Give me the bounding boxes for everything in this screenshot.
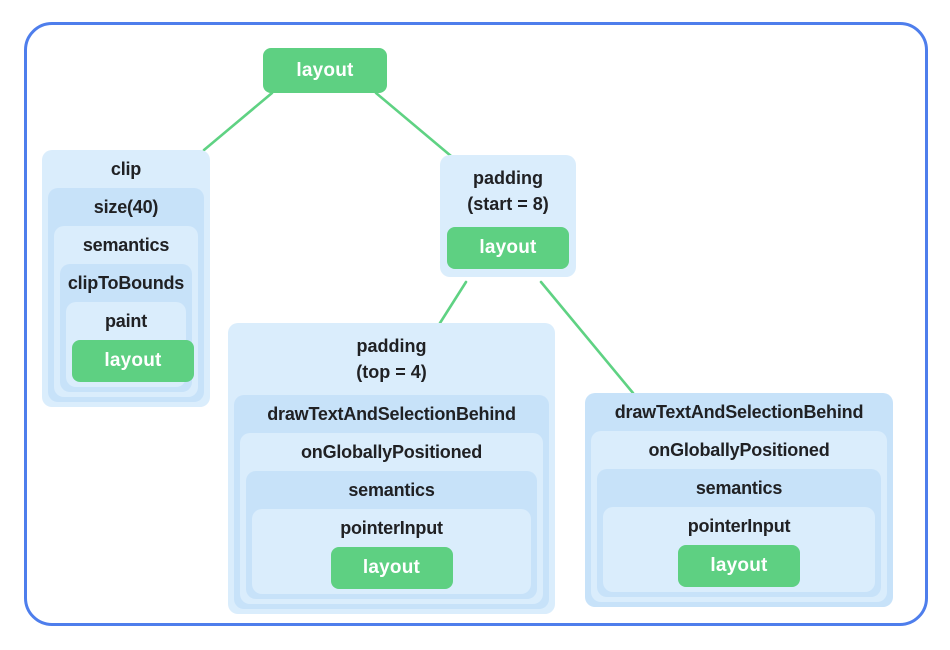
drawtext-tree: drawTextAndSelectionBehind onGloballyPos…	[585, 393, 893, 607]
drawtext-label-mid: drawTextAndSelectionBehind	[267, 403, 516, 424]
padding-start-layout-leaf: layout	[447, 227, 569, 269]
cliptobounds-node: clipToBounds paint layout	[60, 264, 194, 392]
size-label: size(40)	[93, 196, 159, 217]
pointerinput-label-mid: pointerInput	[340, 517, 443, 538]
semantics-label-mid: semantics	[348, 479, 435, 500]
semantics-label-right: semantics	[695, 477, 783, 498]
cliptobounds-label: clipToBounds	[67, 272, 185, 293]
padding-start-node: padding (start = 8) layout	[440, 155, 576, 277]
padding-top-layout-leaf: layout	[330, 547, 453, 589]
semantics-node-mid: semantics pointerInput layout	[246, 471, 537, 599]
paint-label: paint	[105, 310, 147, 331]
drawtext-node-mid: drawTextAndSelectionBehind onGloballyPos…	[234, 395, 549, 609]
padding-top-tree: padding (top = 4) drawTextAndSelectionBe…	[228, 323, 555, 614]
clip-label: clip	[110, 158, 142, 179]
onglobally-node-mid: onGloballyPositioned semantics pointerIn…	[240, 433, 543, 604]
padding-top-label: padding (top = 4)	[234, 323, 549, 395]
padding-start-label: padding (start = 8)	[446, 155, 570, 227]
size-node: size(40) semantics clipToBounds paint la…	[48, 188, 204, 402]
clip-tree: clip size(40) semantics clipToBounds pai…	[42, 150, 210, 407]
pointerinput-label-right: pointerInput	[687, 515, 791, 536]
root-layout-node: layout	[263, 48, 387, 93]
padding-top-label-line2: (top = 4)	[356, 362, 427, 382]
pointerinput-node-right: pointerInput layout	[603, 507, 875, 592]
padding-start-label-line1: padding	[473, 168, 543, 188]
padding-top-label-line1: padding	[356, 336, 427, 356]
onglobally-label-right: onGloballyPositioned	[648, 439, 830, 460]
drawtext-layout-leaf: layout	[678, 545, 800, 587]
semantics-node: semantics clipToBounds paint layout	[54, 226, 198, 397]
onglobally-label-mid: onGloballyPositioned	[300, 441, 482, 462]
drawtext-label-right: drawTextAndSelectionBehind	[614, 401, 864, 422]
onglobally-node-right: onGloballyPositioned semantics pointerIn…	[591, 431, 887, 602]
semantics-label: semantics	[82, 234, 170, 255]
clip-layout-leaf: layout	[72, 340, 194, 382]
semantics-node-right: semantics pointerInput layout	[597, 469, 881, 597]
padding-start-label-line2: (start = 8)	[467, 194, 549, 214]
pointerinput-node-mid: pointerInput layout	[252, 509, 531, 594]
paint-node: paint layout	[66, 302, 194, 387]
